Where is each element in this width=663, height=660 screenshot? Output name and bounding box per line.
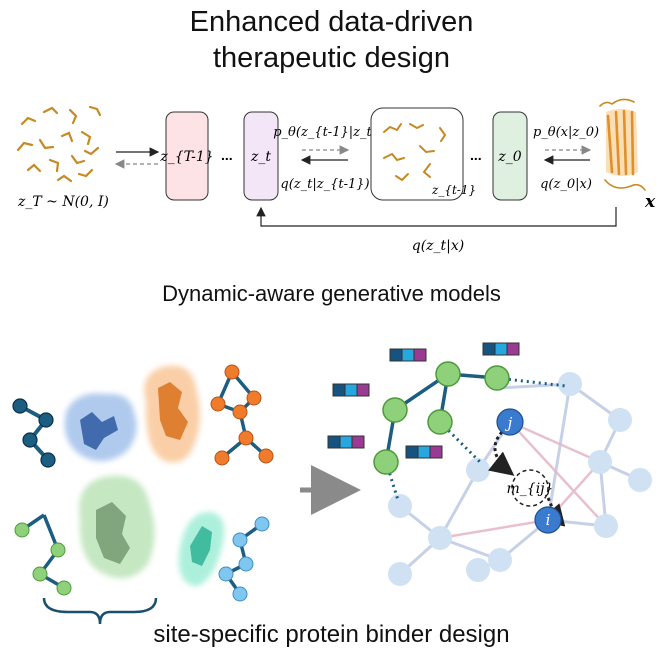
state-label-z-t: z_t	[250, 149, 271, 165]
feature-box-3	[332, 383, 370, 397]
message-label: m_{ij}	[507, 481, 554, 497]
reverse-label-right: p_θ(x|z_0)	[533, 125, 599, 140]
noise-structure-icon	[16, 105, 102, 183]
green-protein-surface	[79, 475, 155, 579]
prior-label: z_T ~ N(0, I)	[17, 194, 109, 210]
dark-blue-residue-graph	[12, 398, 56, 468]
state-label-x: x	[644, 192, 656, 212]
forward-label-left: q(z_t|z_{t-1})	[280, 177, 369, 192]
state-box-z-0	[492, 111, 528, 201]
state-label-z-T-minus-1: z_{T-1}	[159, 149, 213, 165]
title-line-1: Enhanced data-driven	[189, 6, 474, 38]
ellipsis-1: ...	[221, 147, 233, 163]
intermediate-structure-icon	[383, 123, 447, 182]
caption: site-specific protein binder design	[153, 621, 510, 648]
section-title: Dynamic-aware generative models	[162, 281, 501, 306]
orange-protein-surface	[144, 365, 200, 463]
state-box-z-t-minus-1	[370, 107, 464, 201]
feature-box-1	[389, 348, 427, 362]
light-blue-residue-graph	[218, 516, 270, 602]
node-j-label: j	[505, 414, 513, 432]
binder-graph	[373, 361, 567, 501]
feature-box-4	[327, 435, 365, 449]
message-arrow-in	[488, 430, 515, 476]
feature-vectors	[327, 342, 520, 459]
state-label-z-0: z_0	[497, 149, 521, 165]
state-label-z-t-minus-1: z_{t-1}	[431, 183, 476, 197]
state-box-z-T-minus-1	[165, 111, 209, 201]
orange-residue-graph	[210, 364, 274, 466]
blue-protein-surface	[64, 393, 137, 462]
node-i-label: i	[546, 511, 551, 529]
protein-structure-icon	[599, 98, 646, 191]
state-box-z-t	[243, 111, 279, 201]
message-passing: m_{ij} j i	[488, 408, 566, 534]
brace-icon	[42, 597, 158, 625]
ellipsis-2: ...	[470, 147, 482, 163]
skip-label: q(z_t|x)	[412, 238, 465, 254]
green-residue-graph	[14, 513, 72, 596]
feature-box-2	[482, 342, 520, 356]
node-i	[534, 506, 562, 534]
node-j	[496, 408, 524, 436]
teal-protein-surface	[178, 512, 225, 587]
skip-connection-arrow	[256, 206, 617, 227]
feature-box-5	[405, 445, 443, 459]
message-node	[511, 469, 549, 507]
forward-label-right: q(z_0|x)	[540, 177, 592, 192]
title-line-2: therapeutic design	[213, 42, 450, 74]
reverse-label-left: p_θ(z_{t-1}|z_t)	[273, 125, 377, 140]
faded-graph	[388, 372, 652, 586]
